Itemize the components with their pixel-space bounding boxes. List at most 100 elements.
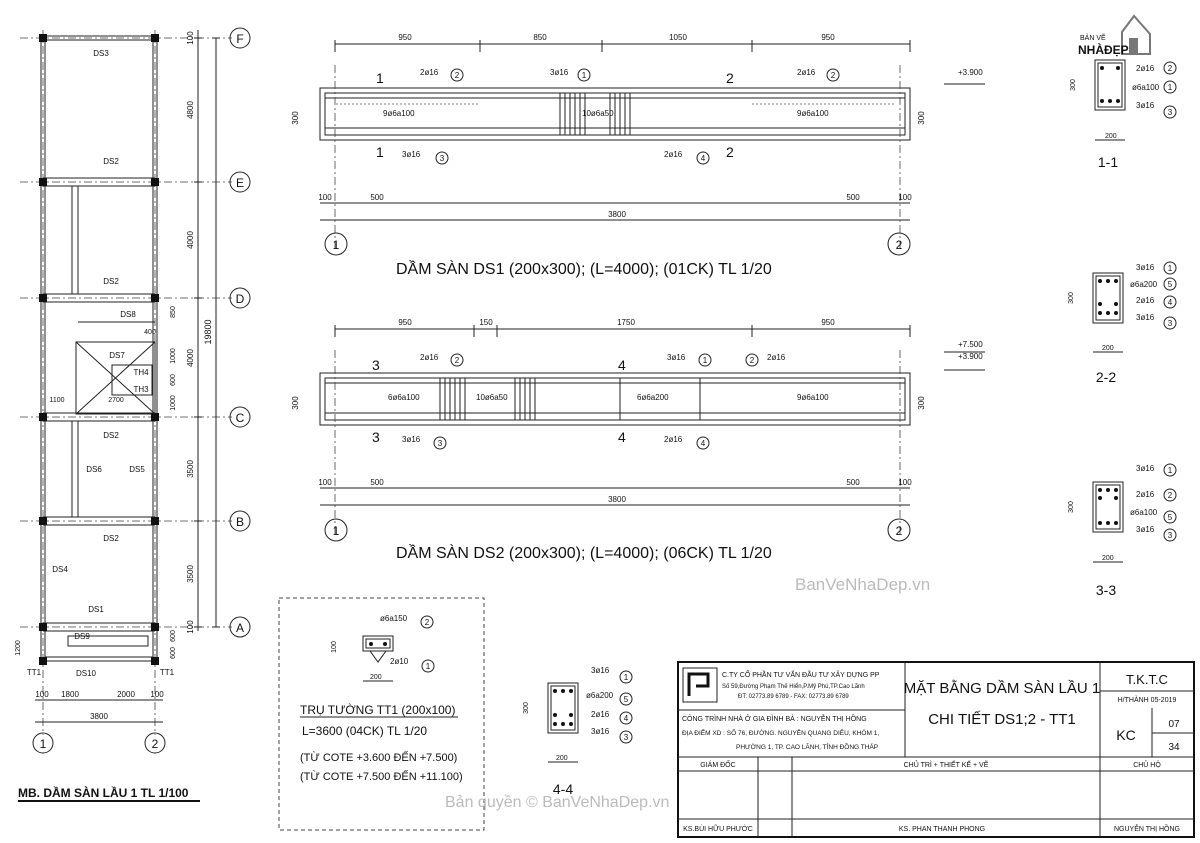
- sec33-num-1: 2: [1168, 491, 1173, 500]
- label-tt1-right: TT1: [160, 668, 175, 677]
- ds1-dim-top-0: 950: [398, 33, 412, 42]
- sec11-w: 200: [1105, 133, 1117, 140]
- sec44-num-3: 3: [624, 733, 629, 742]
- dim-row-2: 4000: [186, 231, 195, 249]
- sec44-label-0: 3ø16: [591, 666, 610, 675]
- tb-phone: ĐT: 02773.89 6789 - FAX: 02773.89 6789: [738, 694, 849, 700]
- ds2-bar-d: 3ø16: [402, 435, 421, 444]
- tb-name3: NGUYỄN THỊ HỒNG: [1114, 823, 1180, 833]
- tt1-bar-num: 1: [426, 662, 431, 671]
- axis-d: D: [236, 292, 245, 306]
- ds1-stirrup-b: 10ø6a50: [582, 109, 614, 118]
- label-tt1-left: TT1: [27, 668, 42, 677]
- beam-label-ds9: DS9: [74, 632, 90, 641]
- sec44-num-1: 5: [624, 695, 629, 704]
- sec44-label-2: 2ø16: [591, 710, 610, 719]
- sec33-num-3: 3: [1168, 531, 1173, 540]
- sec22-num-0: 1: [1168, 264, 1173, 273]
- ds2-bar-a: 2ø16: [420, 353, 439, 362]
- ds2-bar-a-num: 2: [455, 356, 460, 365]
- tb-name1: KS.BÙI HỮU PHƯỚC: [683, 824, 753, 833]
- ds2-dim-bot-0: 100: [318, 478, 332, 487]
- axis-c: C: [236, 411, 245, 425]
- beam-ds1: 950 850 1050 950 1 1 2 2 300 300 2ø16 2 …: [291, 33, 985, 278]
- tb-sheet-total: 34: [1168, 742, 1180, 753]
- axis-b: B: [236, 515, 244, 529]
- tt1-bar: 2ø10: [390, 657, 409, 666]
- sec22-num-2: 4: [1168, 298, 1173, 307]
- ds2-dim-top-0: 950: [398, 318, 412, 327]
- tb-role2: CHỦ TRÌ + THIẾT KẾ + VẼ: [904, 759, 989, 769]
- tb-address: Số 59,Đường Phạm Thế Hiển,P.Mỹ Phú,TP.Ca…: [722, 683, 865, 690]
- dim-total: 19800: [203, 319, 213, 344]
- sec11-label-0: 2ø16: [1136, 64, 1155, 73]
- ds2-stirrup-d: 9ø6a100: [797, 393, 829, 402]
- sec22-num-3: 3: [1168, 319, 1173, 328]
- axis-a: A: [236, 621, 244, 635]
- ds1-height-left: 300: [291, 111, 300, 125]
- sec33-label-0: 3ø16: [1136, 464, 1155, 473]
- label-1000b: 1000: [170, 395, 177, 411]
- ds1-axis-2: 2: [896, 238, 903, 252]
- logo-line2: NHÀĐẸP: [1078, 42, 1129, 57]
- ds2-level-a: +7.500: [958, 340, 983, 349]
- tb-role1: GIÁM ĐỐC: [700, 759, 735, 769]
- dim-row-5: 3500: [186, 565, 195, 583]
- ds1-dim-total: 3800: [608, 210, 626, 219]
- ds1-bar-c: 2ø16: [797, 68, 816, 77]
- ds2-height-right: 300: [917, 396, 926, 410]
- beam-label-ds1: DS1: [88, 605, 104, 614]
- watermark-copyright: Bản quyền © BanVeNhaDep.vn: [445, 794, 669, 811]
- sec22-label-2: 2ø16: [1136, 296, 1155, 305]
- ds2-section-4-bot: 4: [618, 429, 626, 445]
- tb-location2: PHƯỜNG 1, TP. CAO LÃNH, TỈNH ĐỒNG THÁP: [736, 741, 878, 751]
- tb-sheet-title1: MẶT BẰNG DẦM SÀN LẦU 1: [904, 679, 1100, 697]
- beam-label-ds2-b: DS2: [103, 277, 119, 286]
- ds2-bar-b-num: 1: [703, 356, 708, 365]
- dim-row-0: 100: [186, 31, 195, 45]
- ds2-dim-total: 3800: [608, 495, 626, 504]
- sec44-label-3: 3ø16: [591, 727, 610, 736]
- dim-row-3: 4000: [186, 349, 195, 367]
- sec33-label-1: 2ø16: [1136, 490, 1155, 499]
- ds1-bar-c-num: 2: [831, 71, 836, 80]
- brand-logo: BẢN VẼ NHÀĐẸP: [1078, 14, 1151, 57]
- section-3-3: 300 3ø16 1 2ø16 2 ø6a100 5 3ø16 3 200 3-…: [1068, 463, 1177, 598]
- ds1-dim-top-1: 850: [533, 33, 547, 42]
- ds2-bar-b: 3ø16: [667, 353, 686, 362]
- label-th4: TH4: [133, 368, 149, 377]
- sec44-num-0: 1: [624, 673, 629, 682]
- sec22-title: 2-2: [1096, 369, 1116, 385]
- sec33-title: 3-3: [1096, 582, 1116, 598]
- sec44-w: 200: [556, 755, 568, 762]
- ds2-stirrup-c: 6ø6a200: [637, 393, 669, 402]
- sec11-num-0: 2: [1168, 64, 1173, 73]
- dim-bot-0: 100: [35, 690, 49, 699]
- ds2-title: DẦM SÀN DS2 (200x300); (L=4000); (06CK) …: [396, 543, 772, 562]
- ds1-section-2-bot: 2: [726, 144, 734, 160]
- ds1-section-1-bot: 1: [376, 144, 384, 160]
- tt1-h: 100: [331, 641, 338, 653]
- section-2-2: 300 3ø16 1 ø6a200 5 2ø16 4 3ø16 3 200 2-…: [1068, 261, 1177, 385]
- ds1-stirrup-a: 9ø6a100: [383, 109, 415, 118]
- ds1-bar-a-num: 2: [455, 71, 460, 80]
- ds2-dim-top-2: 1750: [617, 318, 635, 327]
- sec33-label-2: ø6a100: [1130, 508, 1158, 517]
- label-850: 850: [170, 306, 177, 318]
- axis-f: F: [236, 32, 243, 46]
- sec11-title: 1-1: [1098, 154, 1118, 170]
- ds2-section-3-top: 3: [372, 357, 380, 373]
- beam-label-ds4: DS4: [52, 565, 68, 574]
- ds1-axis-1: 1: [333, 238, 340, 252]
- watermark-main: BanVeNhaDep.vn: [795, 575, 930, 594]
- tt1-title1: TRỤ TƯỜNG TT1 (200x100): [300, 702, 455, 717]
- ds2-bar-c: 2ø16: [767, 353, 786, 362]
- tb-date: H/THÀNH 05-2019: [1118, 695, 1177, 704]
- ds1-bar-d: 3ø16: [402, 150, 421, 159]
- sec22-label-3: 3ø16: [1136, 313, 1155, 322]
- tt1-title2: L=3600 (04CK) TL 1/20: [302, 724, 427, 738]
- ds2-bar-d-num: 3: [438, 439, 443, 448]
- tb-location1: ĐỊA ĐIỂM XD : SỐ 76, ĐƯỜNG. NGUYỄN QUANG…: [682, 727, 879, 737]
- ds2-dim-top-1: 150: [479, 318, 493, 327]
- sec33-num-0: 1: [1168, 466, 1173, 475]
